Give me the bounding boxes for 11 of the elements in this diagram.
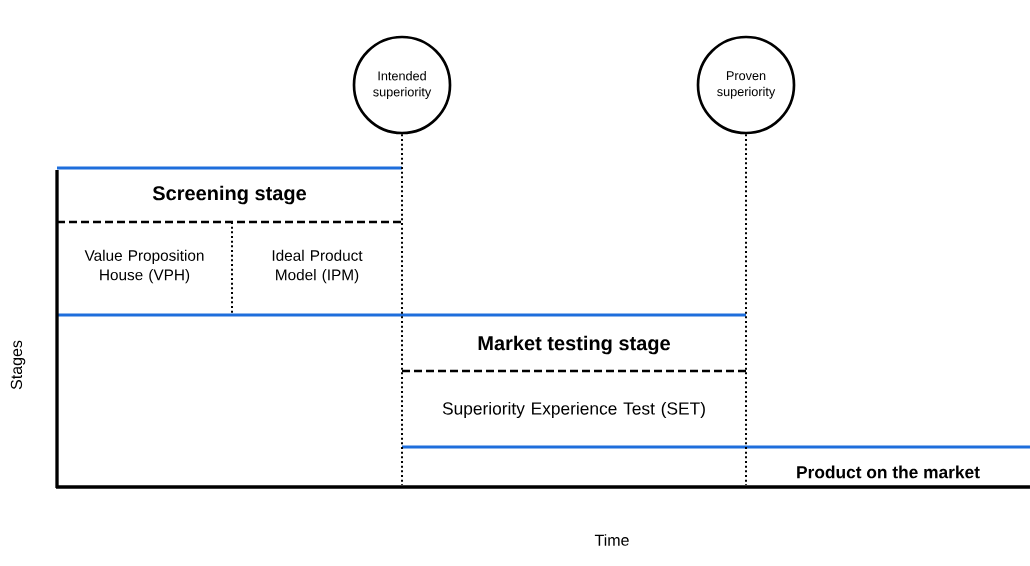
stage-heading: Screening stage	[152, 185, 307, 205]
stage-heading: Product on the market	[797, 465, 980, 479]
method-label: Ideal Product Model (IPM)	[272, 249, 363, 284]
milestone-line	[401, 133, 403, 487]
axis-label: Time	[594, 534, 629, 546]
stage-heading: Market testing stage	[478, 335, 670, 355]
axis-label: Stages	[10, 340, 26, 390]
milestone-line	[745, 133, 747, 487]
time-axis	[56, 485, 1030, 489]
stage-description: Superiority Experience Test (SET)	[442, 401, 705, 419]
method-label: Value Proposition House (VPH)	[84, 249, 204, 284]
